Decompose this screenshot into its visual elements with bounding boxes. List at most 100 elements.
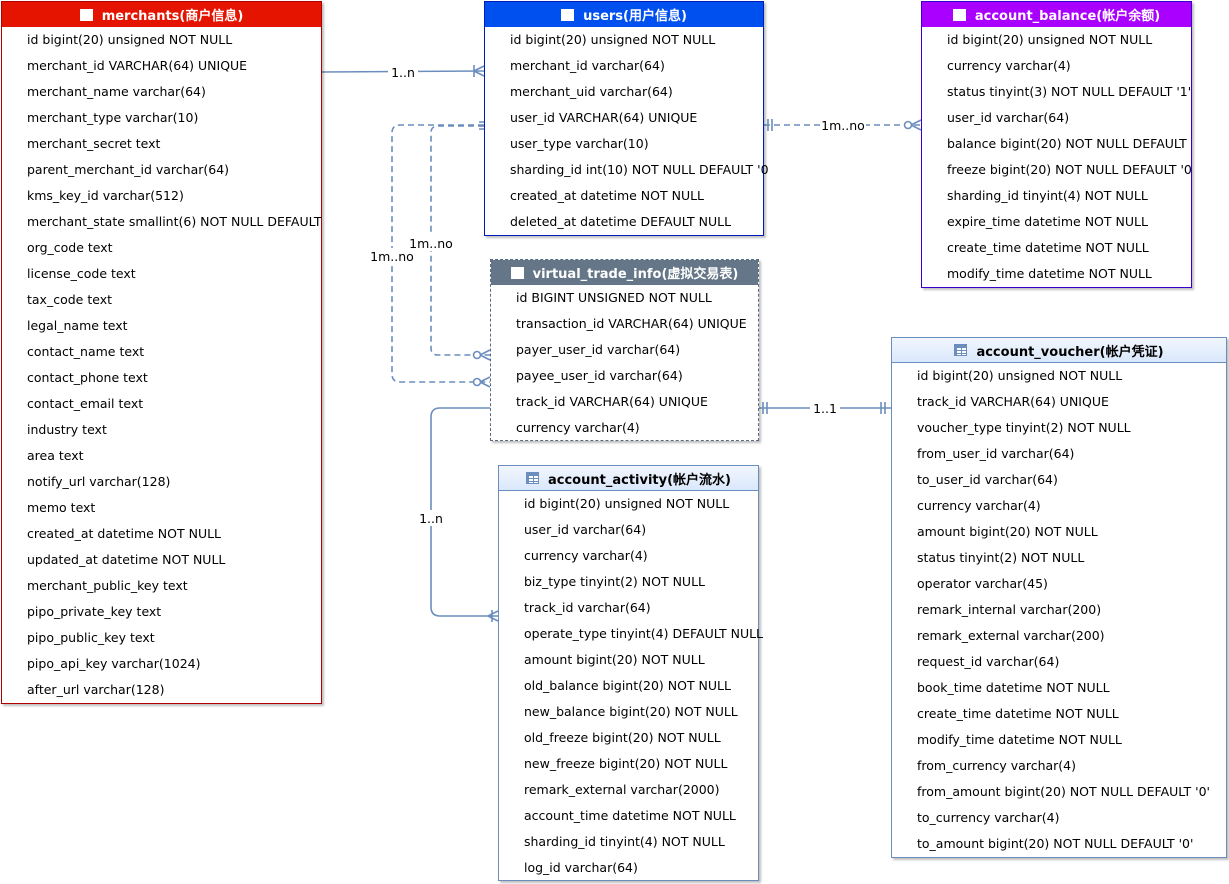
table-field[interactable]: user_id varchar(64) xyxy=(947,110,1070,125)
table-field[interactable]: merchant_secret text xyxy=(27,136,161,151)
table-header[interactable]: users(用户信息) xyxy=(485,2,763,27)
table-header[interactable]: virtual_trade_info(虚拟交易表) xyxy=(491,260,758,285)
crowfoot-payer xyxy=(479,349,491,361)
table-field[interactable]: create_time datetime NOT NULL xyxy=(947,240,1149,255)
table-field[interactable]: created_at datetime NOT NULL xyxy=(510,188,705,203)
table-field[interactable]: contact_phone text xyxy=(27,370,148,385)
table-field[interactable]: modify_time datetime NOT NULL xyxy=(947,266,1152,281)
table-field[interactable]: new_freeze bigint(20) NOT NULL xyxy=(524,756,728,771)
table-field[interactable]: id BIGINT UNSIGNED NOT NULL xyxy=(516,290,712,305)
table-field[interactable]: updated_at datetime NOT NULL xyxy=(27,552,226,567)
table-field[interactable]: transaction_id VARCHAR(64) UNIQUE xyxy=(516,316,747,331)
table-field[interactable]: contact_email text xyxy=(27,396,144,411)
table-field[interactable]: payee_user_id varchar(64) xyxy=(516,368,683,383)
table-field[interactable]: old_freeze bigint(20) NOT NULL xyxy=(524,730,721,745)
table-field[interactable]: tax_code text xyxy=(27,292,112,307)
table-field[interactable]: id bigint(20) unsigned NOT NULL xyxy=(510,32,716,47)
table-field[interactable]: operate_type tinyint(4) DEFAULT NULL xyxy=(524,626,764,641)
table-field[interactable]: to_currency varchar(4) xyxy=(917,810,1060,825)
table-field[interactable]: from_amount bigint(20) NOT NULL DEFAULT … xyxy=(917,784,1210,799)
table-field[interactable]: memo text xyxy=(27,500,96,515)
table-field[interactable]: sharding_id tinyint(4) NOT NULL xyxy=(947,188,1148,203)
table-field[interactable]: amount bigint(20) NOT NULL xyxy=(917,524,1098,539)
table-field[interactable]: id bigint(20) unsigned NOT NULL xyxy=(917,368,1123,383)
table-merchants[interactable]: merchants(商户信息) id bigint(20) unsigned N… xyxy=(1,1,322,704)
table-field[interactable]: deleted_at datetime DEFAULT NULL xyxy=(510,214,732,229)
table-field[interactable]: freeze bigint(20) NOT NULL DEFAULT '0 xyxy=(947,162,1192,177)
table-field[interactable]: created_at datetime NOT NULL xyxy=(27,526,222,541)
table-users[interactable]: users(用户信息) id bigint(20) unsigned NOT N… xyxy=(484,1,769,236)
table-field[interactable]: to_amount bigint(20) NOT NULL DEFAULT '0… xyxy=(917,836,1194,851)
table-header[interactable]: account_balance(帐户余额) xyxy=(922,2,1191,27)
table-field[interactable]: remark_internal varchar(200) xyxy=(917,602,1102,617)
table-virtual-trade-info[interactable]: virtual_trade_info(虚拟交易表) id BIGINT UNSI… xyxy=(490,259,759,441)
table-field[interactable]: after_url varchar(128) xyxy=(27,682,165,697)
table-field[interactable]: org_code text xyxy=(27,240,113,255)
table-field[interactable]: balance bigint(20) NOT NULL DEFAULT xyxy=(947,136,1187,151)
table-field[interactable]: area text xyxy=(27,448,84,463)
table-field[interactable]: biz_type tinyint(2) NOT NULL xyxy=(524,574,706,589)
table-field[interactable]: pipo_api_key varchar(1024) xyxy=(27,656,201,671)
table-field[interactable]: currency varchar(4) xyxy=(516,420,640,435)
table-field[interactable]: from_user_id varchar(64) xyxy=(917,446,1075,461)
table-field[interactable]: track_id varchar(64) xyxy=(524,600,651,615)
table-field[interactable]: parent_merchant_id varchar(64) xyxy=(27,162,230,177)
table-field[interactable]: amount bigint(20) NOT NULL xyxy=(524,652,705,667)
table-field[interactable]: payer_user_id varchar(64) xyxy=(516,342,681,357)
table-field[interactable]: track_id VARCHAR(64) UNIQUE xyxy=(516,394,708,409)
table-field[interactable]: sharding_id int(10) NOT NULL DEFAULT '0 xyxy=(510,162,769,177)
table-field[interactable]: contact_name text xyxy=(27,344,145,359)
table-field[interactable]: pipo_private_key text xyxy=(27,604,162,619)
table-account-activity[interactable]: account_activity(帐户流水) id bigint(20) uns… xyxy=(498,465,764,881)
table-field[interactable]: new_balance bigint(20) NOT NULL xyxy=(524,704,738,719)
table-field[interactable]: user_id VARCHAR(64) UNIQUE xyxy=(510,110,698,125)
table-header[interactable]: account_activity(帐户流水) xyxy=(499,466,758,491)
table-field[interactable]: legal_name text xyxy=(27,318,128,333)
table-field[interactable]: merchant_public_key text xyxy=(27,578,188,593)
table-field[interactable]: pipo_public_key text xyxy=(27,630,155,645)
table-field[interactable]: kms_key_id varchar(512) xyxy=(27,188,184,203)
table-field[interactable]: status tinyint(3) NOT NULL DEFAULT '1' xyxy=(947,84,1192,99)
table-field[interactable]: notify_url varchar(128) xyxy=(27,474,171,489)
table-field[interactable]: track_id VARCHAR(64) UNIQUE xyxy=(917,394,1109,409)
table-header[interactable]: merchants(商户信息) xyxy=(2,2,321,27)
table-field[interactable]: merchant_name varchar(64) xyxy=(27,84,206,99)
table-field[interactable]: currency varchar(4) xyxy=(524,548,648,563)
table-field[interactable]: merchant_id VARCHAR(64) UNIQUE xyxy=(27,58,248,73)
table-field[interactable]: voucher_type tinyint(2) NOT NULL xyxy=(917,420,1131,435)
table-field[interactable]: operator varchar(45) xyxy=(917,576,1048,591)
table-field[interactable]: id bigint(20) unsigned NOT NULL xyxy=(524,496,730,511)
table-field[interactable]: old_balance bigint(20) NOT NULL xyxy=(524,678,731,693)
table-field[interactable]: merchant_state smallint(6) NOT NULL DEFA… xyxy=(27,214,322,229)
table-field[interactable]: currency varchar(4) xyxy=(947,58,1071,73)
label-vti-voucher: 1..1 xyxy=(813,401,837,416)
table-field[interactable]: remark_external varchar(2000) xyxy=(524,782,720,797)
table-field[interactable]: merchant_type varchar(10) xyxy=(27,110,199,125)
table-field[interactable]: license_code text xyxy=(27,266,136,281)
table-field[interactable]: remark_external varchar(200) xyxy=(917,628,1105,643)
table-field[interactable]: merchant_id varchar(64) xyxy=(510,58,665,73)
table-field[interactable]: sharding_id tinyint(4) NOT NULL xyxy=(524,834,725,849)
table-field[interactable]: id bigint(20) unsigned NOT NULL xyxy=(27,32,233,47)
table-field[interactable]: to_user_id varchar(64) xyxy=(917,472,1058,487)
table-header[interactable]: account_voucher(帐户凭证) xyxy=(892,338,1226,363)
table-field[interactable]: status tinyint(2) NOT NULL xyxy=(917,550,1085,565)
table-field[interactable]: create_time datetime NOT NULL xyxy=(917,706,1119,721)
table-field[interactable]: book_time datetime NOT NULL xyxy=(917,680,1110,695)
table-field[interactable]: from_currency varchar(4) xyxy=(917,758,1076,773)
table-account-voucher[interactable]: account_voucher(帐户凭证) id bigint(20) unsi… xyxy=(891,337,1227,858)
table-field[interactable]: id bigint(20) unsigned NOT NULL xyxy=(947,32,1153,47)
table-field[interactable]: request_id varchar(64) xyxy=(917,654,1060,669)
table-field[interactable]: user_type varchar(10) xyxy=(510,136,649,151)
table-field[interactable]: currency varchar(4) xyxy=(917,498,1041,513)
table-field[interactable]: modify_time datetime NOT NULL xyxy=(917,732,1122,747)
crowfoot-payee xyxy=(479,376,491,388)
table-field[interactable]: expire_time datetime NOT NULL xyxy=(947,214,1148,229)
table-field[interactable]: merchant_uid varchar(64) xyxy=(510,84,673,99)
table-icon xyxy=(954,344,968,356)
table-field[interactable]: log_id varchar(64) xyxy=(524,860,638,875)
table-field[interactable]: user_id varchar(64) xyxy=(524,522,647,537)
table-account-balance[interactable]: account_balance(帐户余额) id bigint(20) unsi… xyxy=(921,1,1192,288)
table-field[interactable]: industry text xyxy=(27,422,107,437)
table-field[interactable]: account_time datetime NOT NULL xyxy=(524,808,736,823)
